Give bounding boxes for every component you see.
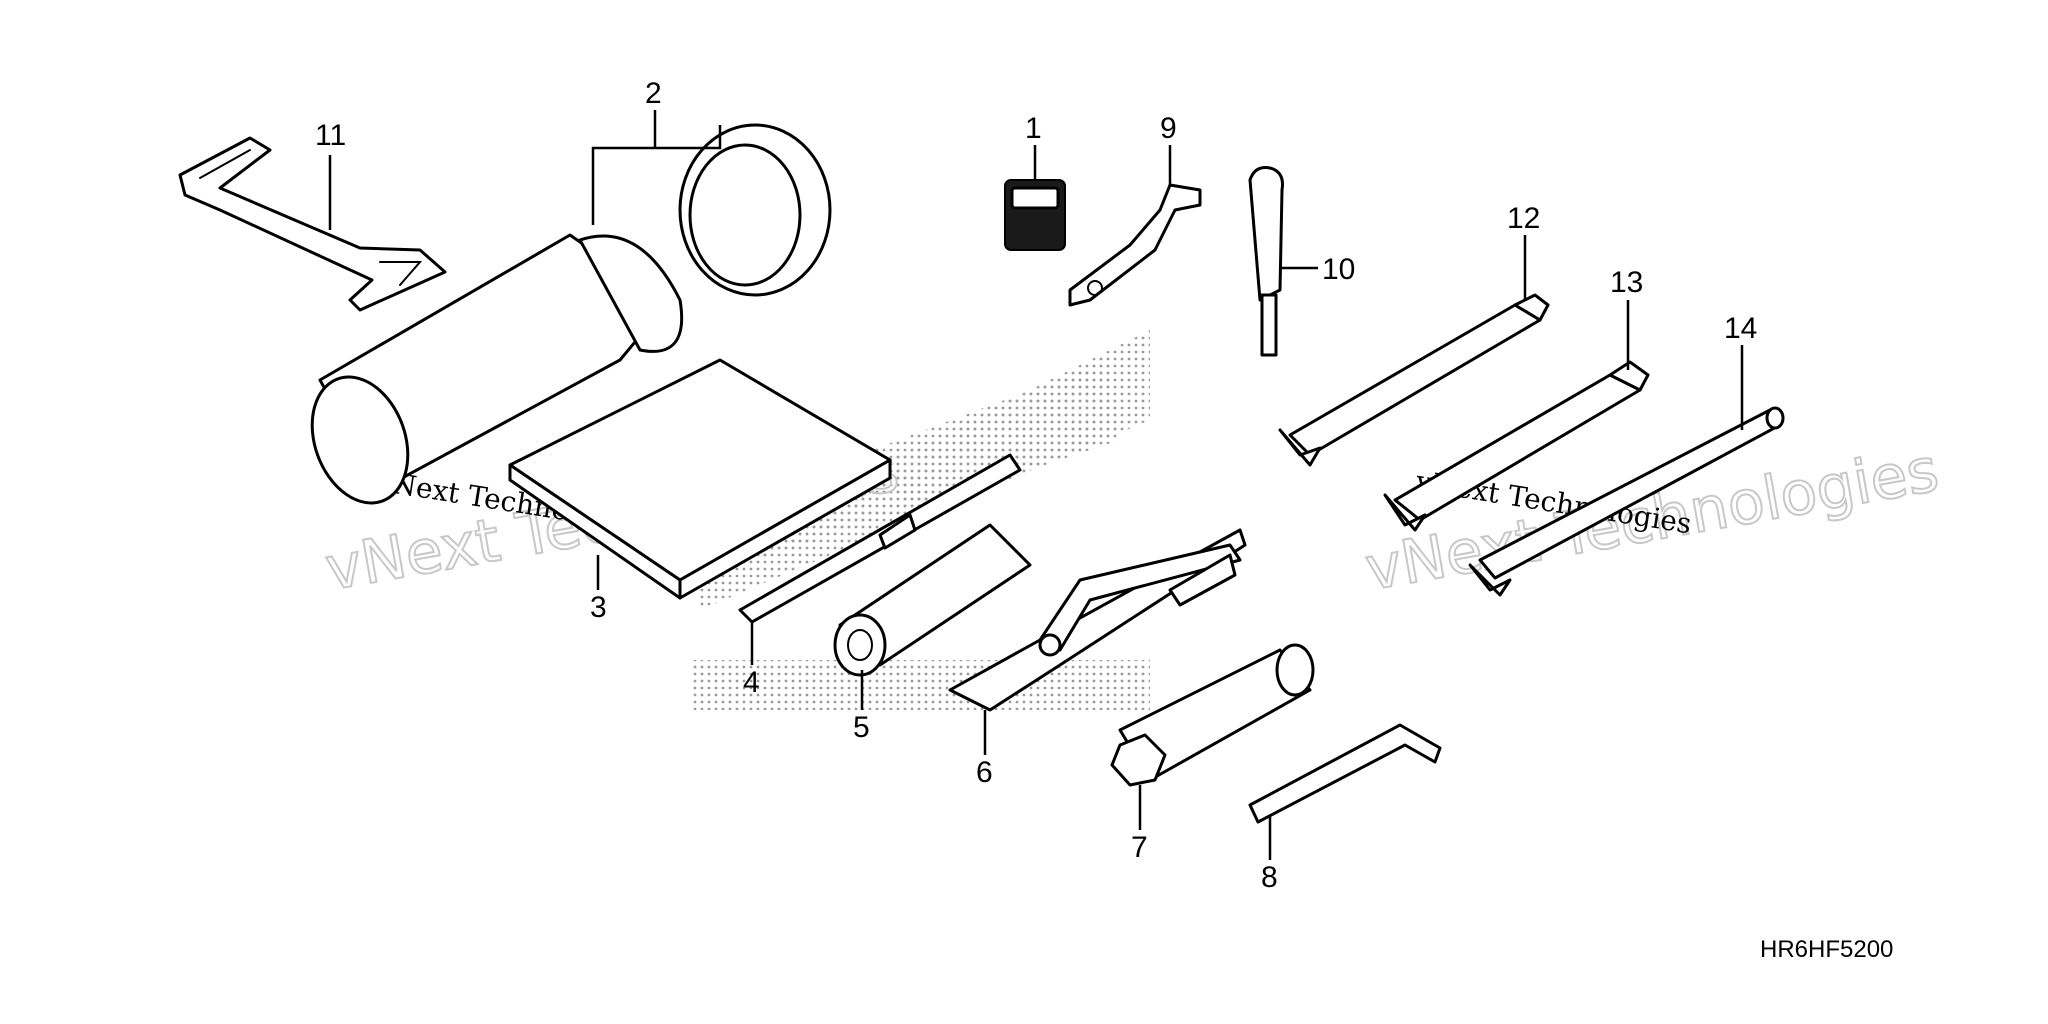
socket-handle-part-5 <box>833 523 1032 677</box>
manual-part-3 <box>508 358 892 600</box>
box-wrench-part-7 <box>1110 643 1315 787</box>
fuse-part-1 <box>1004 179 1066 251</box>
tool-case-part-2 <box>310 123 832 505</box>
pliers-part-6 <box>948 528 1247 712</box>
callout-3: 3 <box>590 591 607 624</box>
callout-2: 2 <box>645 77 662 110</box>
callout-11: 11 <box>315 119 346 152</box>
callout-10: 10 <box>1322 253 1355 286</box>
screwdriver-part-10 <box>1248 166 1284 357</box>
wrench-part-12 <box>1278 293 1550 467</box>
rod-part-14 <box>1468 406 1785 597</box>
diagram-code: HR6HF5200 <box>1760 936 1893 963</box>
wrench-part-13 <box>1383 360 1650 532</box>
callout-8: 8 <box>1261 861 1278 894</box>
callout-6: 6 <box>976 756 993 789</box>
callout-13: 13 <box>1610 266 1643 299</box>
callout-labels: 1 2 3 4 5 6 7 8 9 10 11 12 13 14 <box>315 77 1757 894</box>
callout-5: 5 <box>853 711 870 744</box>
screwdriver-part-4 <box>738 453 1022 624</box>
leader-lines <box>328 110 1744 860</box>
strap-part-11 <box>178 136 447 312</box>
callout-4: 4 <box>743 666 760 699</box>
hex-key-part-8 <box>1248 723 1442 824</box>
callout-9: 9 <box>1160 112 1177 145</box>
bracket-part-9 <box>1068 183 1202 307</box>
watermark-right: vNext Technologies vNext Technologies <box>1359 434 1944 606</box>
callout-1: 1 <box>1025 112 1042 145</box>
callout-14: 14 <box>1724 312 1757 345</box>
callout-7: 7 <box>1131 831 1148 864</box>
callout-12: 12 <box>1507 202 1540 235</box>
